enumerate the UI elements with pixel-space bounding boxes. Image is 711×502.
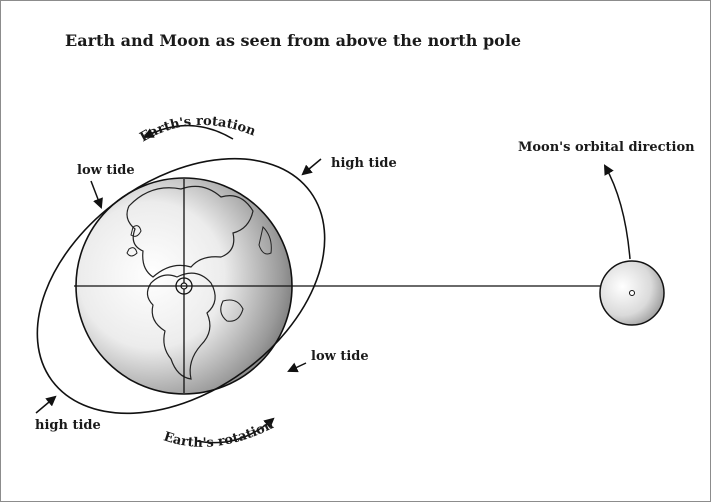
low-tide-label-bottom: low tide (311, 349, 369, 364)
high-tide-top-arrow (301, 158, 322, 176)
rotation-label-top: Earth's rotation (137, 114, 258, 145)
continent-outline (126, 185, 254, 278)
tidal-bulge-ellipse (36, 157, 326, 415)
low-tide-label-top: low tide (77, 163, 135, 178)
continent-outline (146, 272, 216, 380)
moon-orbit-label: Moon's orbital direction (518, 140, 695, 155)
high-tide-bottom-arrow (35, 395, 57, 414)
high-tide-label-bottom: high tide (35, 418, 101, 433)
moon-center-dot (629, 290, 635, 296)
rotation-arrow-bottom (196, 417, 275, 444)
continent-outline (126, 225, 142, 257)
rotation-arrow-top (143, 124, 234, 140)
diagram-title: Earth and Moon as seen from above the no… (65, 31, 522, 50)
low-tide-bottom-arrow (287, 362, 307, 373)
moon-orbit-arrow (603, 164, 631, 260)
continent-outline (220, 299, 244, 322)
rotation-label-bottom: Earth's rotation (162, 417, 277, 451)
low-tide-top-arrow (90, 180, 103, 209)
high-tide-label-top: high tide (331, 156, 397, 171)
moon (599, 260, 665, 326)
continent-outline (258, 226, 272, 255)
